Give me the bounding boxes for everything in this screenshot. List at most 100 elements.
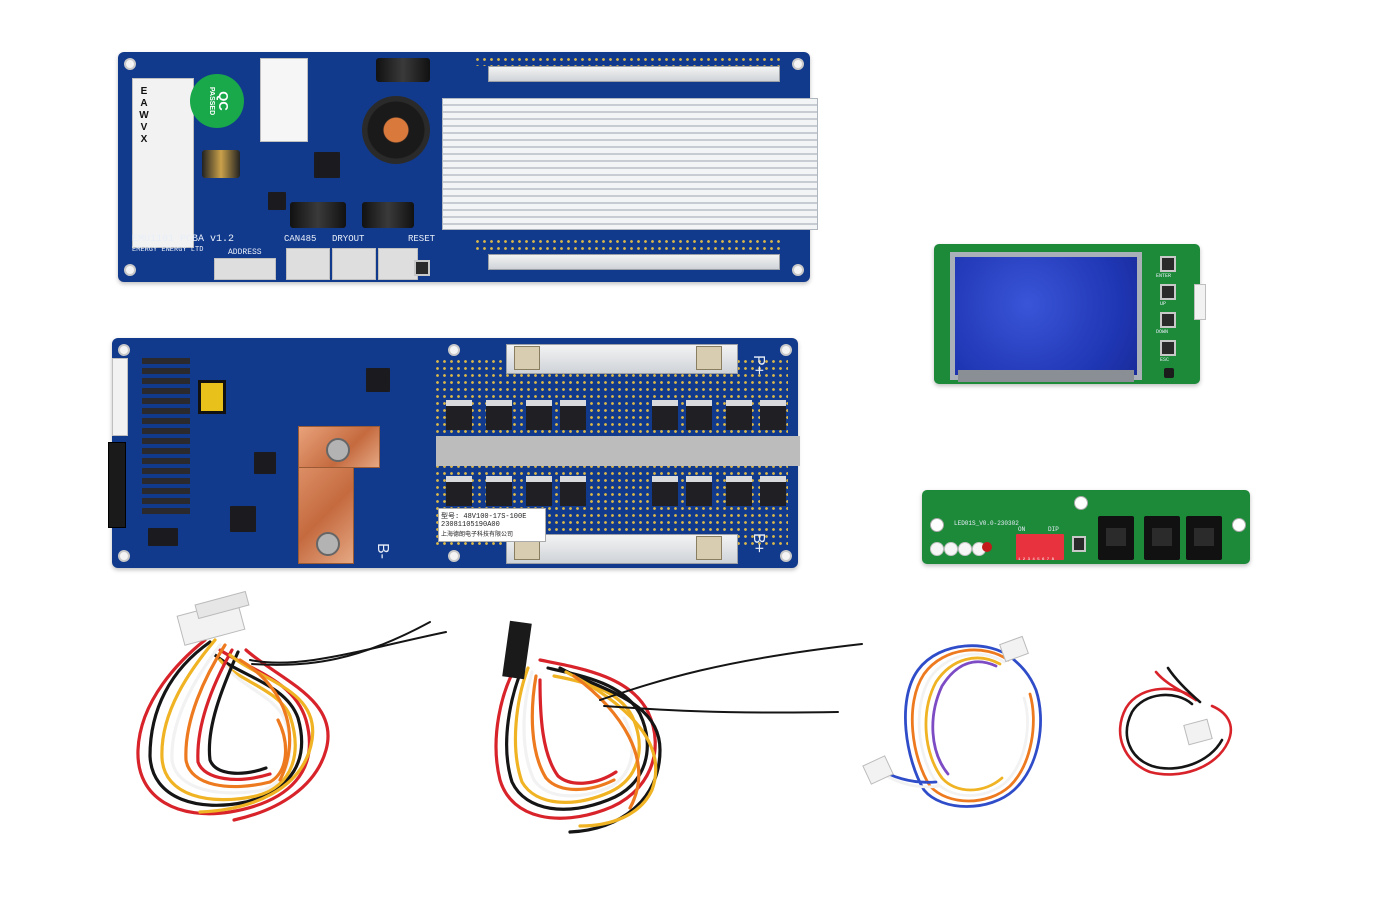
mosfet	[446, 476, 472, 506]
busbar-bolt	[696, 346, 722, 370]
transformer	[260, 58, 308, 142]
inductor	[202, 150, 240, 178]
can485-connector	[286, 248, 330, 280]
mount-hole	[448, 550, 460, 562]
busbar-rail	[488, 66, 780, 82]
mosfet	[686, 400, 712, 430]
mosfet	[726, 476, 752, 506]
product-label: 型号: 48V100-17S-100E 23081105190A00 上海德朗电…	[438, 508, 546, 542]
terminal-letter: V	[140, 122, 148, 133]
ic-chip	[314, 152, 340, 178]
mount-hole	[448, 344, 460, 356]
communication-cable	[876, 644, 1042, 808]
cable-plug	[862, 755, 894, 785]
mount-hole	[1232, 518, 1246, 532]
mosfet	[686, 476, 712, 506]
mount-hole	[780, 550, 792, 562]
reset-label: RESET	[408, 234, 436, 244]
dip-numbers: 1 2 3 4 5 6 7 8	[1018, 558, 1055, 562]
mount-hole	[792, 264, 804, 276]
mount-hole	[780, 344, 792, 356]
adjust-button	[1164, 368, 1174, 378]
lcd-display-board: ENTER UP DOWN ESC	[934, 244, 1206, 384]
harness-plug	[502, 620, 532, 680]
terminal-letter: E	[140, 86, 148, 97]
enter-button	[1160, 256, 1176, 272]
board-brand-silkscreen: EMERGY ENERGY LTD	[132, 246, 204, 254]
terminal-letter: X	[140, 134, 148, 145]
mosfet	[446, 400, 472, 430]
ic-chip	[366, 368, 390, 392]
balance-connector	[108, 442, 126, 528]
lcd-screen	[950, 252, 1142, 380]
terminal-letter: A	[140, 98, 148, 109]
board-silkscreen: LED01S_V0.0-230302	[954, 520, 1019, 527]
ic-chip	[254, 452, 276, 474]
mosfet	[726, 400, 752, 430]
status-led	[944, 542, 958, 556]
ic-chip	[268, 192, 286, 210]
mosfet	[486, 400, 512, 430]
cable-plug	[1183, 718, 1213, 746]
power-cable	[1118, 666, 1233, 776]
button-label: UP	[1160, 301, 1167, 307]
address-label: ADDRESS	[228, 248, 262, 257]
mount-hole	[792, 58, 804, 70]
mosfet	[486, 476, 512, 506]
dryout-label: DRYOUT	[332, 234, 365, 244]
mount-hole	[124, 58, 136, 70]
ic-chip	[148, 528, 178, 546]
busbar-bolt	[316, 532, 340, 556]
button-label: DOWN	[1156, 329, 1169, 335]
toroid-inductor	[362, 96, 430, 164]
address-connector	[214, 258, 276, 280]
mosfet	[560, 476, 586, 506]
busbar-bolt	[514, 346, 540, 370]
reset-button	[414, 260, 430, 276]
led-dip-board: LED01S_V0.0-230302 ON DIP 1 2 3 4 5 6 7 …	[922, 490, 1250, 564]
dryout-connector	[332, 248, 376, 280]
cable-plug	[999, 635, 1029, 663]
busbar-bolt	[326, 438, 350, 462]
balance-harness-2	[494, 643, 863, 834]
mosfet	[760, 400, 786, 430]
dip-label: DIP	[1048, 526, 1059, 533]
dip-switch	[1016, 534, 1064, 560]
label-model: 型号: 48V100-17S-100E	[441, 513, 527, 521]
button-label: ESC	[1160, 357, 1170, 363]
terminal-letters: E A W V X	[138, 86, 150, 146]
balance-connector	[112, 358, 128, 436]
via-grid	[474, 56, 784, 66]
isolation-transformer	[198, 380, 226, 414]
button-label: ENTER	[1156, 273, 1172, 279]
status-led	[958, 542, 972, 556]
ic-chip	[230, 506, 256, 532]
status-led-red	[982, 542, 992, 552]
up-button	[1160, 284, 1176, 300]
mount-hole	[1074, 496, 1088, 510]
dip-on-label: ON	[1018, 526, 1026, 533]
harness-plug	[194, 590, 250, 620]
mosfet	[526, 400, 552, 430]
busbar-bolt	[696, 536, 722, 560]
busbar-rail	[488, 254, 780, 270]
label-serial: 23081105190A00	[441, 521, 500, 529]
capacitor	[376, 58, 430, 82]
rj45-port	[1098, 516, 1134, 560]
mosfet-clamp-bar	[436, 436, 800, 466]
ac-terminal-block	[132, 78, 194, 248]
can485-label: CAN485	[284, 234, 317, 244]
reset-button	[1072, 536, 1086, 552]
mosfet	[652, 476, 678, 506]
mosfet	[526, 476, 552, 506]
via-grid	[474, 238, 784, 250]
balance-harness-1	[136, 621, 447, 822]
heatsink	[442, 98, 818, 230]
mosfet	[652, 400, 678, 430]
capacitor	[290, 202, 346, 228]
balance-resistors	[142, 358, 190, 518]
esc-button	[1160, 340, 1176, 356]
rj45-port	[1186, 516, 1222, 560]
mosfet	[560, 400, 586, 430]
label-manufacturer: 上海德朗电子科技有限公司	[441, 531, 514, 538]
